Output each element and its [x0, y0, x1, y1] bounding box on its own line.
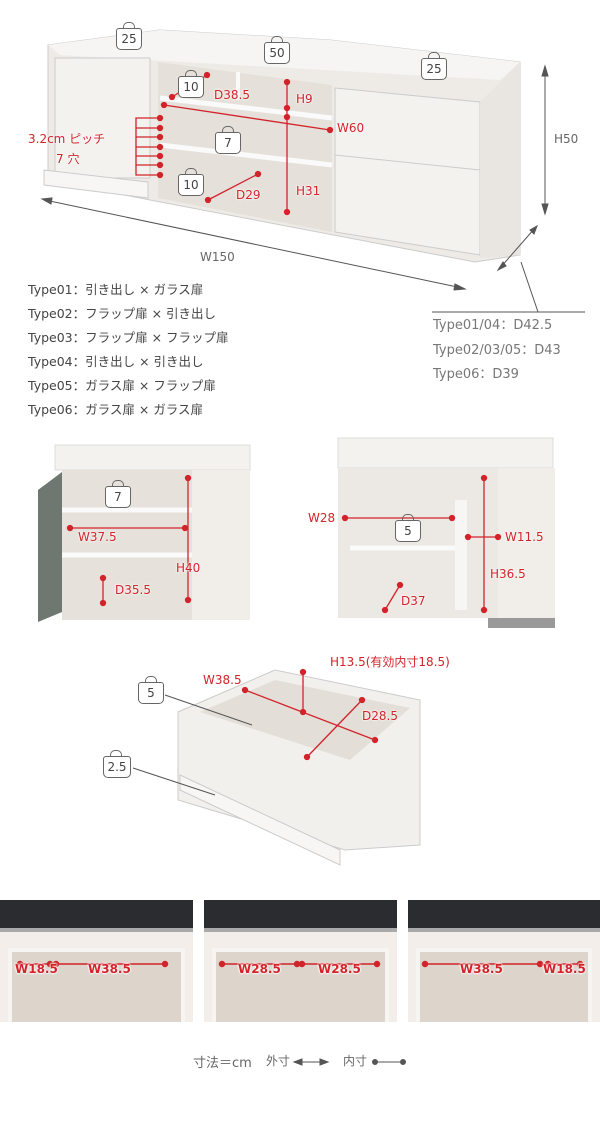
depth-item: Type02/03/05：D43 — [433, 342, 561, 358]
usage-photo — [204, 900, 397, 1022]
depth-label: D35.5 — [115, 583, 151, 597]
weight-icon: 7 — [215, 126, 241, 154]
width-label: W18.5 — [543, 962, 586, 976]
height-label: H40 — [176, 561, 201, 575]
photo-measure-lines — [16, 960, 584, 968]
width-label: W60 — [337, 121, 365, 135]
cabinet-detail-drawings — [38, 437, 555, 866]
depth-label: D28.5 — [362, 709, 398, 723]
type-item: Type02：フラップ扉 × 引き出し — [28, 306, 217, 321]
type-item: Type06：ガラス扉 × ガラス扉 — [28, 402, 204, 417]
width-label: W38.5 — [88, 962, 131, 976]
width-label: W28 — [308, 511, 336, 525]
weight-icon: 25 — [421, 52, 447, 80]
weight-icon: 50 — [264, 36, 290, 64]
overall-height-label: H50 — [554, 132, 579, 146]
depth-label: D38.5 — [214, 88, 250, 102]
outer-dimension-label: 外寸 — [266, 1054, 291, 1068]
depth-item: Type06：D39 — [433, 367, 519, 382]
main-cabinet-drawing — [40, 29, 585, 313]
width-label: W18.5 — [15, 962, 58, 976]
width-label: W28.5 — [318, 962, 361, 976]
depth-label: D29 — [236, 188, 261, 202]
pitch-label: 3.2cm ピッチ — [28, 132, 106, 146]
overall-width-label: W150 — [200, 250, 235, 264]
depth-item: Type01/04：D42.5 — [433, 318, 553, 333]
width-label: W11.5 — [505, 530, 544, 544]
usage-photo — [408, 900, 600, 1022]
depth-label: D37 — [401, 594, 426, 608]
type-item: Type03：フラップ扉 × フラップ扉 — [28, 330, 229, 345]
weight-icon: 2.5 — [103, 750, 131, 778]
weight-icon: 7 — [105, 480, 131, 508]
usage-photo — [0, 900, 193, 1022]
weight-icon: 10 — [178, 70, 204, 98]
weight-icon: 10 — [178, 168, 204, 196]
holes-label: 7 穴 — [56, 152, 80, 166]
type-list: Type01：引き出し × ガラス扉 Type02：フラップ扉 × 引き出し T… — [28, 278, 229, 422]
width-label: W38.5 — [460, 962, 503, 976]
weight-icon: 25 — [116, 22, 142, 50]
type-item: Type05：ガラス扉 × フラップ扉 — [28, 378, 216, 393]
depth-list: Type01/04：D42.5 Type02/03/05：D43 Type06：… — [433, 314, 561, 388]
height-label: H9 — [296, 92, 313, 106]
width-label: W37.5 — [78, 530, 117, 544]
inner-dimension-label: 内寸 — [343, 1054, 368, 1068]
width-label: W28.5 — [238, 962, 281, 976]
height-label: H36.5 — [490, 567, 526, 581]
type-item: Type04：引き出し × 引き出し — [28, 354, 204, 369]
unit-label: 寸法＝cm — [193, 1056, 252, 1071]
type-item: Type01：引き出し × ガラス扉 — [28, 282, 204, 297]
width-label: W38.5 — [203, 673, 242, 687]
height-label: H13.5(有効内寸18.5) — [330, 655, 450, 669]
weight-icon: 5 — [395, 514, 421, 542]
height-label: H31 — [296, 184, 321, 198]
weight-icon: 5 — [138, 676, 164, 704]
